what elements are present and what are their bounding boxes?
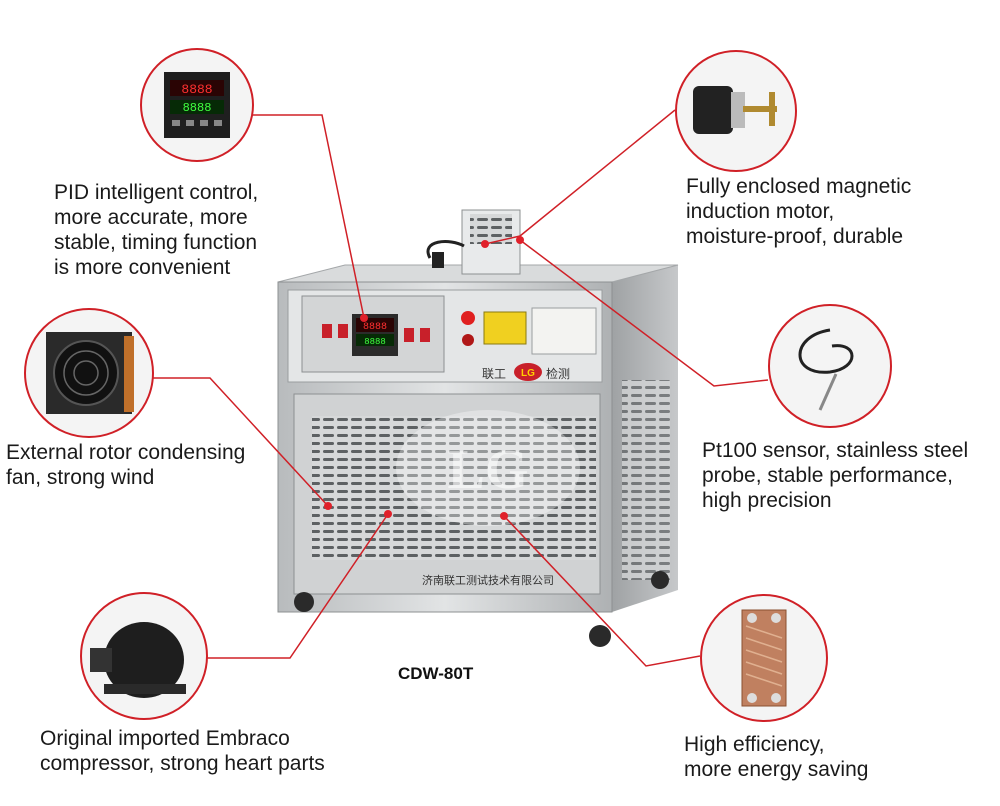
power-switch xyxy=(322,324,332,338)
motor-detail-circle xyxy=(675,50,797,172)
vent-grille xyxy=(312,416,596,560)
controller-detail-top: 8888 xyxy=(181,82,212,97)
sensor-detail-circle xyxy=(768,304,892,428)
compressor-detail-circle xyxy=(80,592,208,720)
controller-detail-bottom: 8888 xyxy=(183,101,212,115)
wheel xyxy=(651,571,669,589)
model-label: CDW-80T xyxy=(398,664,474,683)
compressor-icon xyxy=(104,622,184,698)
controller-detail-circle: 8888 8888 xyxy=(140,48,254,162)
brand-logo-small: LG xyxy=(521,368,535,379)
wheel xyxy=(294,592,314,612)
callout-dot-sensor xyxy=(516,236,524,244)
company-label: 济南联工测试技术有限公司 xyxy=(422,573,554,587)
sensor-caption: Pt100 sensor, stainless steel probe, sta… xyxy=(702,439,969,512)
fan-caption: External rotor condensing fan, strong wi… xyxy=(6,441,246,489)
pid-caption: PID intelligent control, more accurate, … xyxy=(54,181,259,279)
callout-dot-exchanger xyxy=(500,512,508,520)
indicator-light xyxy=(461,311,475,325)
brand-right-text: 检测 xyxy=(546,366,570,381)
motor-caption: Fully enclosed magnetic induction motor,… xyxy=(686,175,912,248)
exchanger-detail-circle xyxy=(700,594,828,722)
nameplate xyxy=(531,307,597,355)
callout-dot-compressor xyxy=(384,510,392,518)
heat-exchanger-icon xyxy=(741,609,787,707)
compressor-caption: Original imported Embraco compressor, st… xyxy=(40,727,325,775)
fan-detail-circle xyxy=(24,308,154,438)
watermark-text: LG xyxy=(448,439,529,501)
controller-display-top: 8888 xyxy=(363,322,387,333)
callout-dot-motor xyxy=(481,240,489,248)
wheel xyxy=(589,625,611,647)
motor-icon xyxy=(693,86,733,134)
watermark-logo xyxy=(396,410,580,526)
callout-dot-fan xyxy=(324,502,332,510)
sensor-icon xyxy=(798,328,854,374)
callout-dot-pid xyxy=(360,314,368,322)
exchanger-caption: High efficiency, more energy saving xyxy=(684,733,869,781)
warning-label xyxy=(483,311,527,345)
controller-display-bottom: 8888 xyxy=(364,337,386,347)
brand-left-text: 联工 xyxy=(482,367,506,381)
